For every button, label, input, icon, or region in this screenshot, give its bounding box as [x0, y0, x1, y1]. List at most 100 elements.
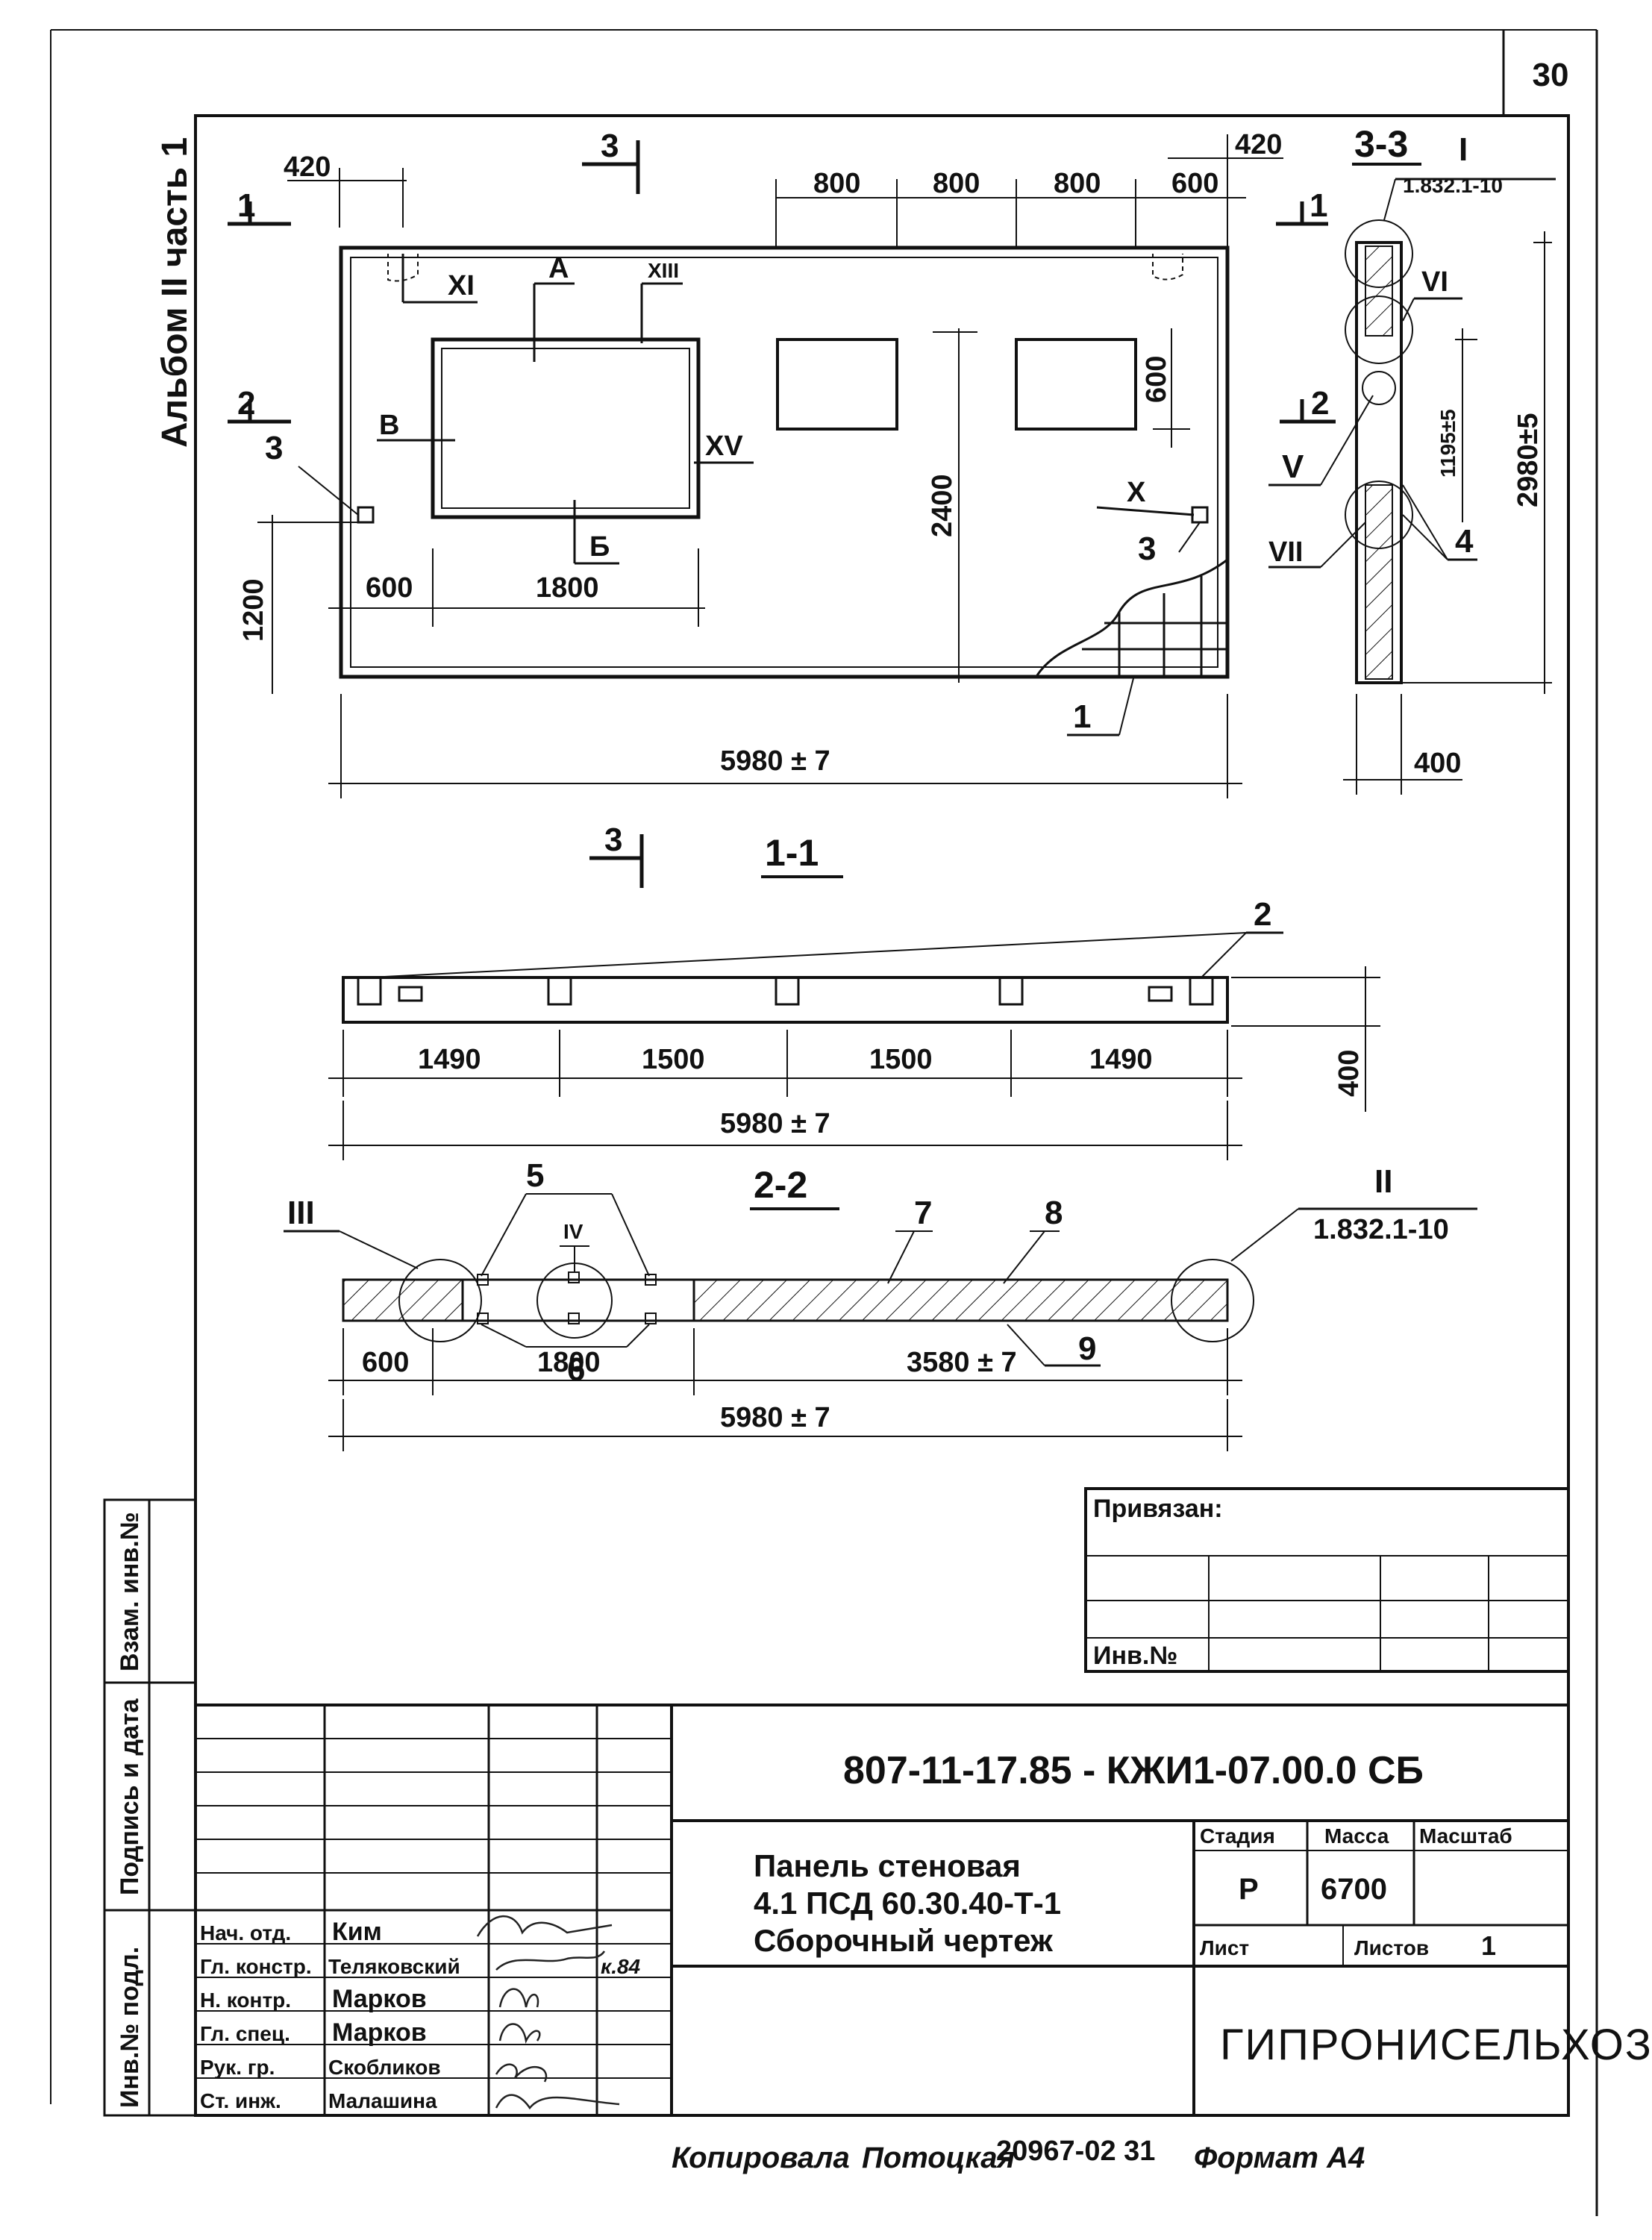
node-i-ref: 1.832.1-10: [1403, 174, 1503, 197]
dim-3580: 3580 ± 7: [907, 1347, 1017, 1378]
pos-3-right: 3: [1138, 531, 1156, 567]
name-3: Марков: [332, 1985, 427, 2013]
sheets-header: Листов: [1354, 1936, 1429, 1959]
marker-xv: XV: [705, 431, 743, 462]
section-1-1: [328, 931, 1380, 1160]
name-6: Малашина: [328, 2089, 437, 2112]
role-3: Н. контр.: [200, 1989, 291, 2012]
dim-1500-b: 1500: [869, 1044, 933, 1075]
cut-label-3-bottom: 3: [604, 822, 622, 858]
dim-top-800-3: 800: [1054, 168, 1101, 199]
cut-label-2: 2: [237, 385, 255, 422]
title-name-line3: Сборочный чертеж: [754, 1923, 1054, 1958]
name-1: Ким: [332, 1918, 382, 1946]
section-2-2-title: 2-2: [754, 1164, 807, 1206]
stamp-podpis: Подпись и дата: [116, 1698, 144, 1895]
stage-header: Стадия: [1200, 1824, 1275, 1848]
pos-5: 5: [526, 1157, 544, 1194]
signature-note: к.84: [601, 1955, 641, 1978]
cut-label-1: 1: [237, 187, 255, 224]
marker-xiii: XIII: [648, 259, 679, 282]
page-number: 30: [1533, 57, 1569, 93]
pos-8: 8: [1045, 1195, 1063, 1231]
pos-7: 7: [914, 1195, 932, 1231]
role-5: Рук. гр.: [200, 2056, 275, 2079]
role-4: Гл. спец.: [200, 2022, 290, 2045]
dim-400-1-1: 400: [1333, 1050, 1365, 1097]
role-1: Нач. отд.: [200, 1921, 291, 1945]
panel-main-view: [257, 134, 1283, 798]
marker-v-left: В: [379, 410, 399, 441]
mass-header: Масса: [1324, 1824, 1389, 1848]
title-name-line2: 4.1 ПСД 60.30.40-Т-1: [754, 1886, 1061, 1921]
stage-value: Р: [1239, 1873, 1259, 1906]
pos-4: 4: [1455, 523, 1474, 560]
cut-label-3-top: 3: [601, 128, 619, 164]
pos-1: 1: [1073, 698, 1091, 735]
document-code: 807-11-17.85 - КЖИ1-07.00.0 СБ: [843, 1749, 1424, 1792]
node-vii: VII: [1268, 536, 1303, 568]
scale-header: Масштаб: [1419, 1824, 1512, 1848]
marker-x: X: [1127, 477, 1146, 508]
name-4: Марков: [332, 2018, 427, 2047]
cut-marks: [228, 140, 1336, 888]
dim-2980: 2980±5: [1512, 413, 1544, 507]
marker-a: А: [548, 253, 569, 284]
footer-doc-number: 20967-02 31: [996, 2136, 1155, 2167]
dim-overall-1-1: 5980 ± 7: [720, 1108, 830, 1139]
stamp-vzam: Взам. инв.№: [116, 1512, 144, 1671]
dim-1195: 1195±5: [1436, 409, 1459, 478]
dim-400-3-3: 400: [1414, 748, 1461, 779]
dim-2400: 2400: [927, 474, 958, 537]
marker-xi: XI: [448, 270, 475, 301]
organization: ГИПРОНИСЕЛЬХОЗ: [1220, 2021, 1652, 2069]
dim-1490-left: 1490: [418, 1044, 481, 1075]
dim-1500-a: 1500: [642, 1044, 705, 1075]
album-label: Альбом II часть 1: [155, 137, 195, 448]
mass-value: 6700: [1321, 1873, 1387, 1906]
node-iii: III: [287, 1195, 315, 1231]
node-ii: II: [1374, 1163, 1392, 1200]
role-6: Ст. инж.: [200, 2089, 281, 2112]
dim-window-600: 600: [1141, 356, 1172, 403]
dim-1800: 1800: [536, 572, 599, 604]
section-3-3-title: 3-3: [1354, 123, 1408, 165]
dim-top-420-left: 420: [284, 151, 331, 183]
signatures: [476, 1915, 620, 2110]
dim-top-800-2: 800: [933, 168, 980, 199]
pos-6: 6: [567, 1351, 585, 1388]
node-v: V: [1282, 448, 1304, 485]
section-2-2: [284, 1193, 1477, 1451]
node-vi: VI: [1421, 266, 1448, 298]
dim-1200: 1200: [238, 578, 269, 642]
section-1-1-title: 1-1: [765, 832, 819, 874]
pos-3-left: 3: [265, 430, 283, 466]
dim-overall-2-2: 5980 ± 7: [720, 1402, 830, 1433]
role-2: Гл. констр.: [200, 1955, 312, 1978]
stamp-inv-podl: Инв.№ подл.: [116, 1947, 144, 2108]
privyazan-label: Привязан:: [1093, 1495, 1223, 1523]
title-block-grid: [194, 1487, 1570, 2117]
pos-9: 9: [1078, 1330, 1096, 1367]
cut-label-1-right: 1: [1310, 187, 1327, 224]
dim-overall-main: 5980 ± 7: [720, 745, 830, 777]
marker-b-bottom: Б: [589, 531, 610, 563]
title-name-line1: Панель стеновая: [754, 1848, 1021, 1883]
dim-1490-right: 1490: [1089, 1044, 1153, 1075]
dim-1800-2-2: 1800: [537, 1347, 601, 1378]
dim-600-left: 600: [366, 572, 413, 604]
pos-2: 2: [1254, 896, 1271, 933]
dim-top-800-1: 800: [813, 168, 860, 199]
section-3-3: [1268, 178, 1556, 795]
node-i: I: [1459, 131, 1468, 168]
dim-600-2-2: 600: [362, 1347, 409, 1378]
cut-label-2-right: 2: [1311, 385, 1329, 422]
dim-top-420-right: 420: [1235, 129, 1282, 160]
sheets-value: 1: [1481, 1930, 1496, 1961]
node-ii-ref: 1.832.1-10: [1313, 1214, 1449, 1245]
dim-top-600: 600: [1171, 168, 1218, 199]
node-iv: IV: [563, 1220, 583, 1243]
footer-copied-label: Копировала: [672, 2142, 850, 2174]
footer-format: Формат А4: [1194, 2142, 1365, 2174]
